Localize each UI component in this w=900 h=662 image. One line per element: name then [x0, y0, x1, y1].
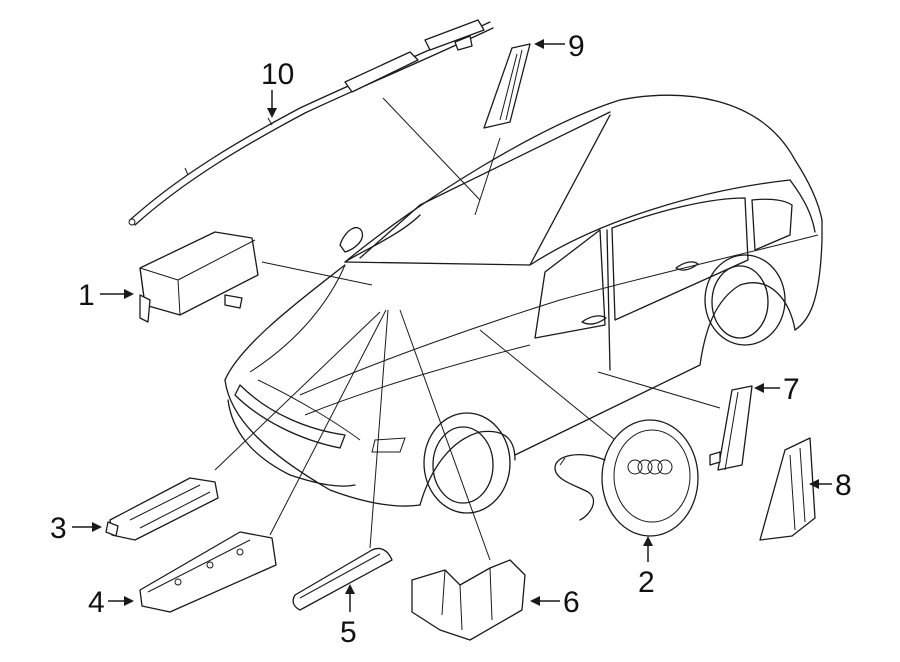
car-illustration [224, 94, 823, 514]
callout-6: 6 [563, 586, 580, 619]
part-8-pillar-trim [759, 437, 816, 541]
callout-10: 10 [261, 58, 294, 91]
callout-5: 5 [340, 616, 357, 649]
callout-7: 7 [783, 373, 800, 406]
part-3-knee-airbag [105, 477, 219, 541]
callout-arrows [72, 39, 832, 612]
callout-4: 4 [88, 586, 105, 619]
part-2-steering-wheel-airbag [554, 419, 699, 537]
callout-8: 8 [835, 469, 852, 502]
leader-lines [214, 97, 721, 561]
part-10-curtain-airbag [128, 19, 494, 226]
part-5-trim-strip [292, 547, 393, 611]
callout-9: 9 [568, 30, 585, 63]
callout-1: 1 [78, 279, 95, 312]
callout-3: 3 [50, 512, 67, 545]
part-1-passenger-airbag [139, 231, 259, 323]
part-4-knee-bolster-airbag [139, 531, 277, 613]
part-9-seat-airbag [483, 43, 531, 129]
part-7-control-module [709, 385, 753, 471]
callout-2: 2 [638, 566, 655, 599]
part-6-mounting-bracket [411, 559, 526, 641]
